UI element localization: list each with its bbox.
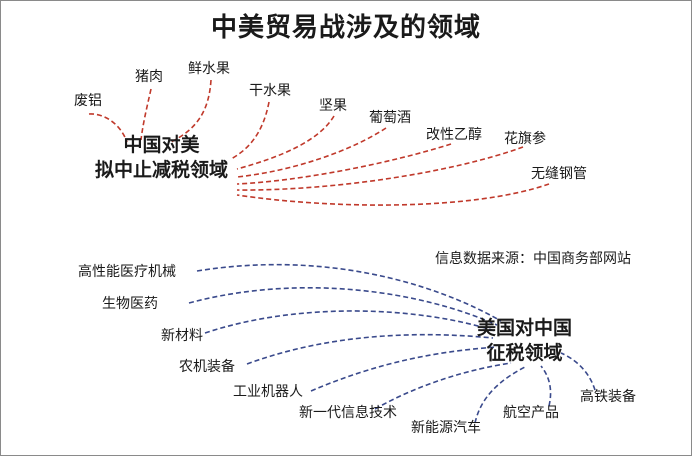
us-hub-label: 美国对中国 征税领域 [477,316,572,366]
china-link-2 [140,88,152,141]
china-link-8 [236,146,524,191]
china-link-1 [88,113,128,143]
us-hub-line2: 征税领域 [486,342,563,364]
china-hub-line1: 中国对美 [123,134,200,156]
us-link-4 [246,333,494,365]
china-hub-label: 中国对美 拟中止减税领域 [95,133,228,183]
us-link-7 [474,365,528,424]
china-item-7: 改性乙醇 [426,127,482,143]
china-hub-line2: 拟中止减税领域 [95,159,229,181]
us-item-8: 航空产品 [503,405,559,421]
diagram-title: 中美贸易战涉及的领域 [210,13,481,43]
china-link-4 [230,101,270,160]
us-link-3 [204,310,496,334]
china-item-6: 葡萄酒 [369,110,411,126]
us-item-1: 高性能医疗机械 [78,264,176,280]
us-link-8 [540,365,552,407]
us-item-7: 新能源汽车 [411,420,481,436]
china-item-1: 废铝 [74,93,102,109]
us-item-9: 高铁装备 [580,389,636,405]
china-link-6 [236,127,387,178]
china-item-2: 猪肉 [135,69,163,85]
china-link-9 [236,183,550,206]
china-item-8: 花旗参 [504,131,546,147]
china-link-3 [170,79,212,143]
us-item-2: 生物医药 [102,296,158,312]
us-link-9 [560,352,596,391]
china-item-3: 鲜水果 [188,61,230,77]
us-link-6 [374,362,512,410]
us-item-4: 农机装备 [179,359,235,375]
us-item-5: 工业机器人 [233,384,303,400]
us-item-6: 新一代信息技术 [299,405,397,421]
china-link-7 [236,143,452,185]
us-item-3: 新材料 [161,328,203,344]
us-link-1 [196,263,502,322]
us-link-2 [188,287,498,326]
china-item-4: 干水果 [249,83,291,99]
data-source-note: 信息数据来源：中国商务部网站 [435,251,631,267]
china-item-9: 无缝钢管 [531,166,587,182]
china-link-5 [236,115,335,170]
china-item-5: 坚果 [319,98,347,114]
us-link-5 [310,346,498,392]
us-hub-line1: 美国对中国 [477,317,573,339]
